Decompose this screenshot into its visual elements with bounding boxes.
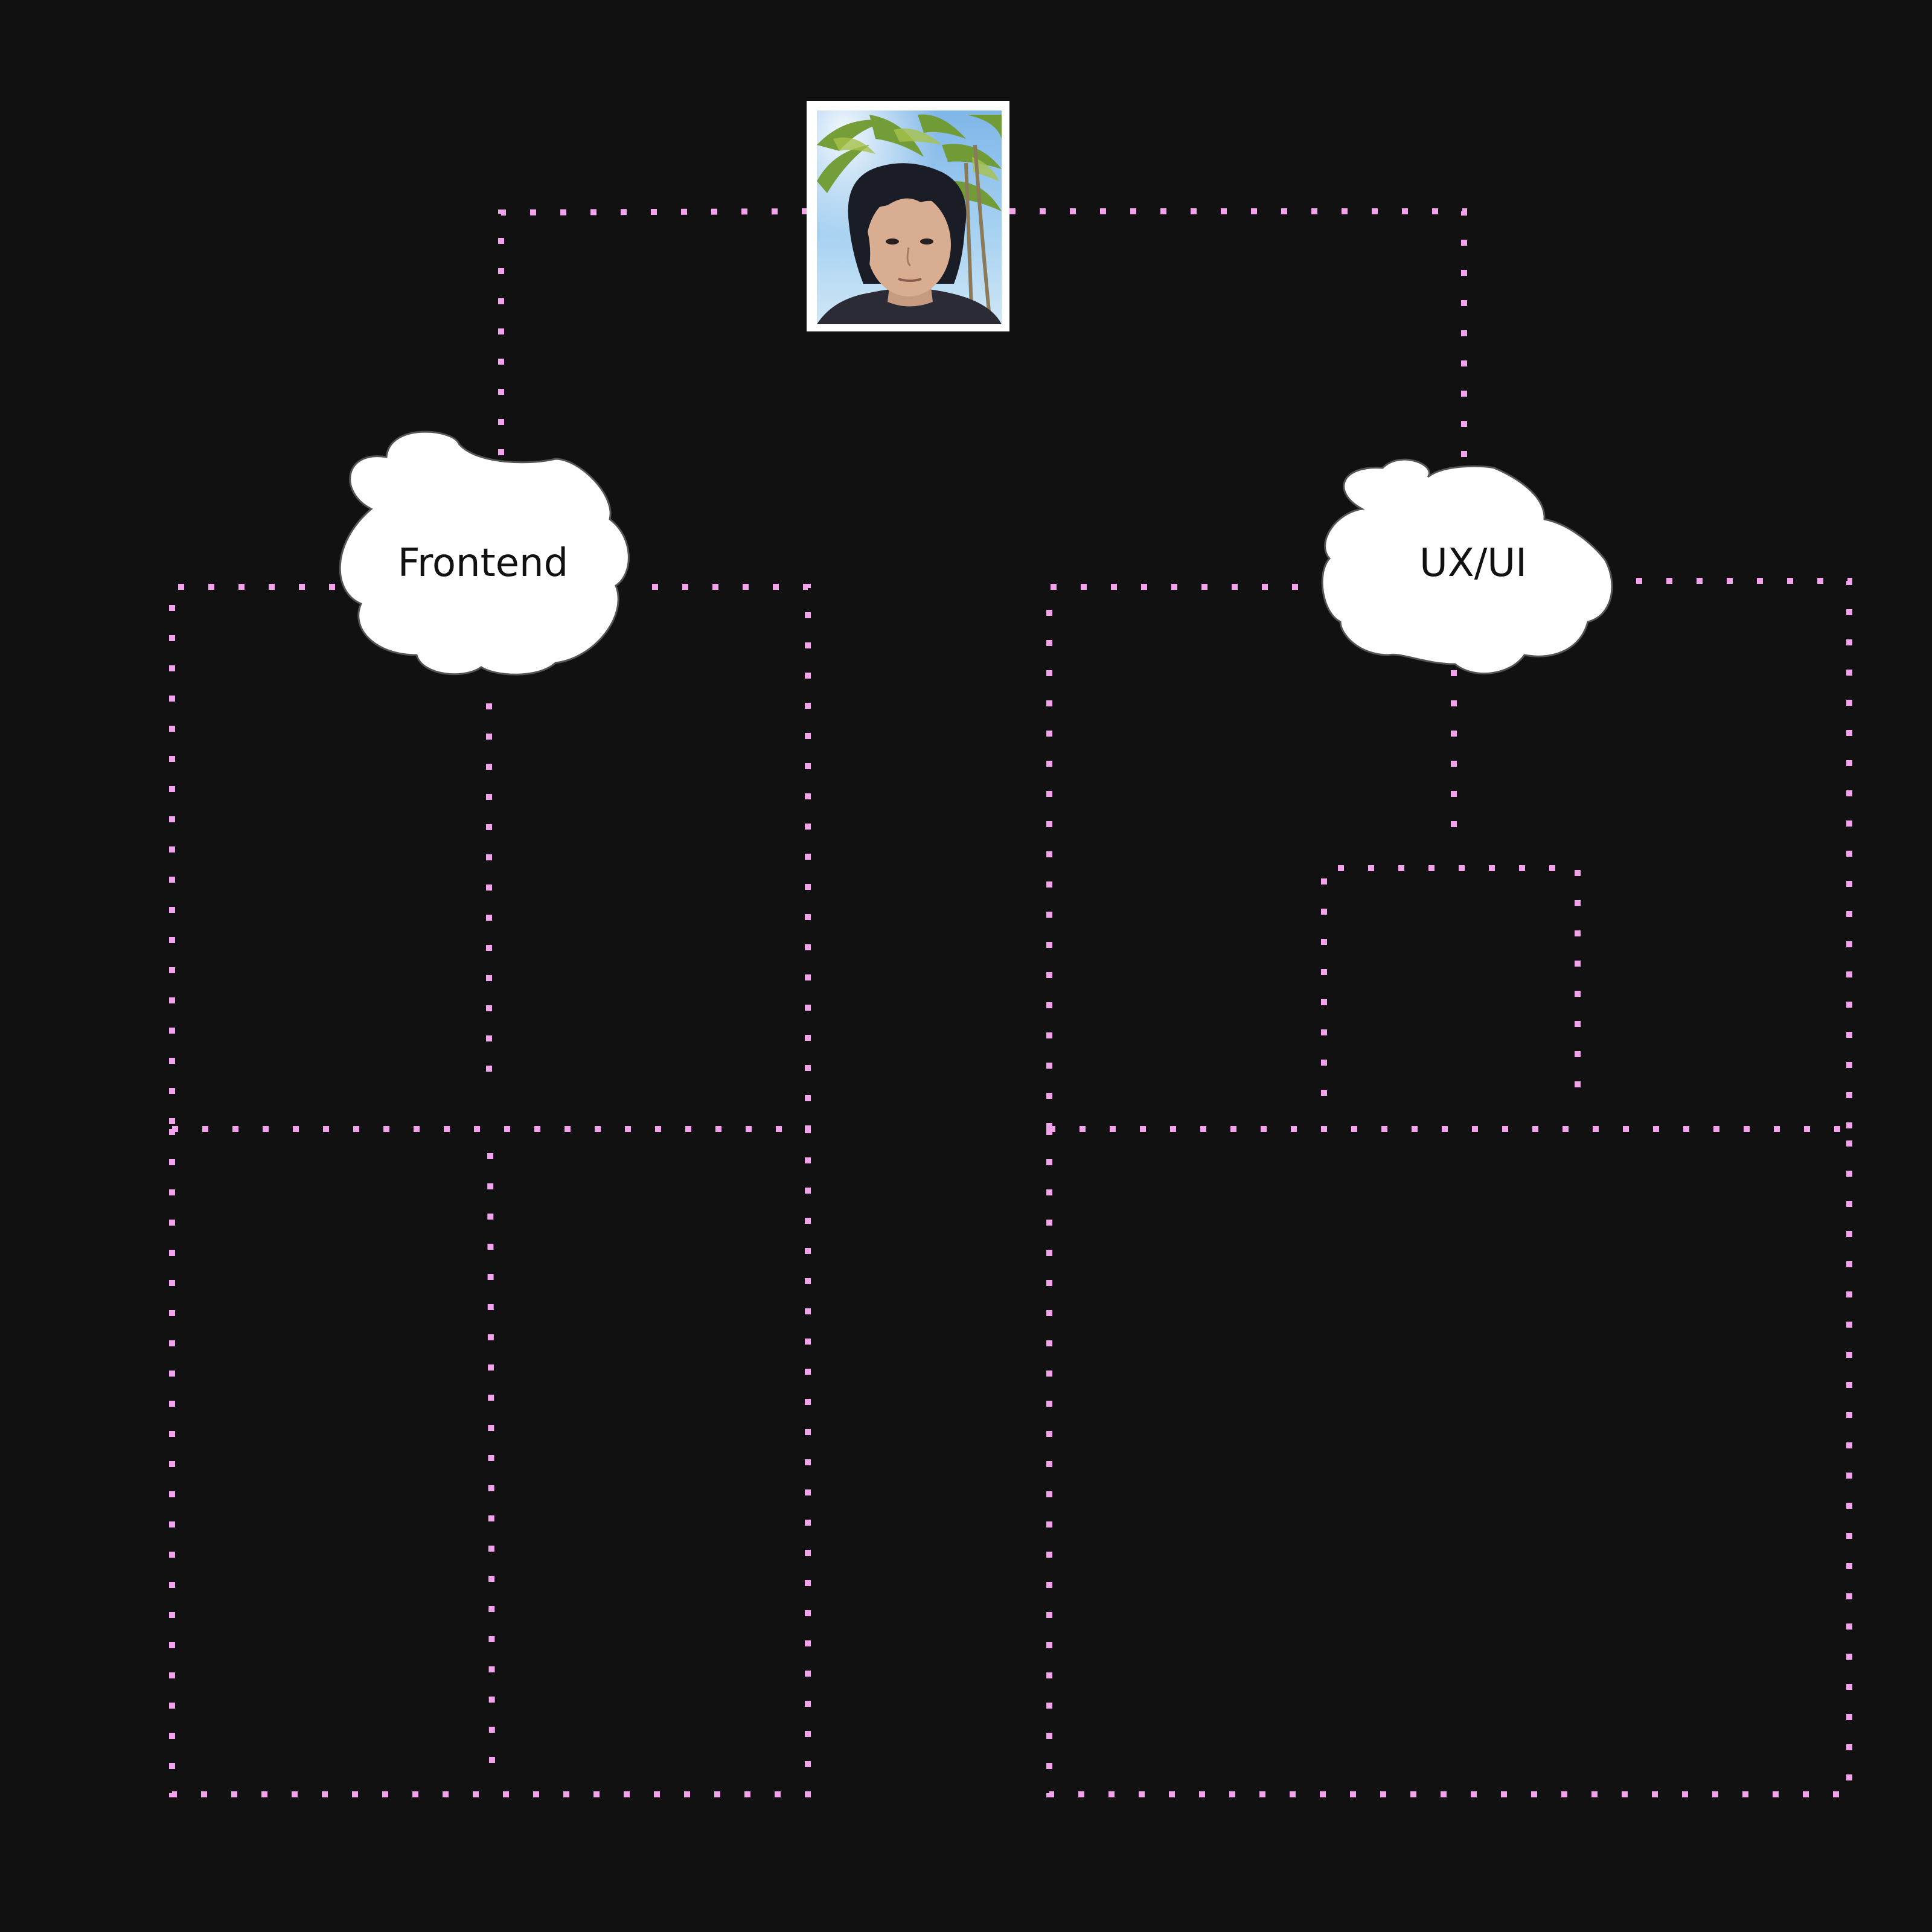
connector-avatar-to-uxui [1009, 208, 1467, 459]
uxui-box-left-top-edge [1046, 584, 1328, 1129]
connector-avatar-to-frontend [498, 208, 808, 459]
frontend-box-bottom [169, 1129, 811, 1797]
uxui-inner-box [1321, 865, 1581, 1096]
uxui-box-right-top-edge [1636, 578, 1852, 1129]
uxui-label: UX/UI [1419, 541, 1527, 586]
uxui-cloud-node[interactable]: UX/UI [1321, 458, 1613, 675]
frontend-cloud-shape [339, 430, 630, 676]
frontend-divider-bottom-vertical [487, 1153, 495, 1770]
frontend-cloud-node[interactable]: Frontend [339, 430, 630, 676]
uxui-cloud-shape [1321, 458, 1613, 675]
person-portrait-photo-icon [817, 110, 1002, 324]
uxui-box-bottom [1046, 1129, 1852, 1797]
connector-lines [169, 208, 1852, 1797]
frontend-label: Frontend [398, 541, 568, 586]
frontend-box-top-right-edge [652, 584, 811, 1129]
avatar[interactable] [807, 101, 1009, 331]
frontend-box-top-left-edge [169, 584, 335, 1129]
